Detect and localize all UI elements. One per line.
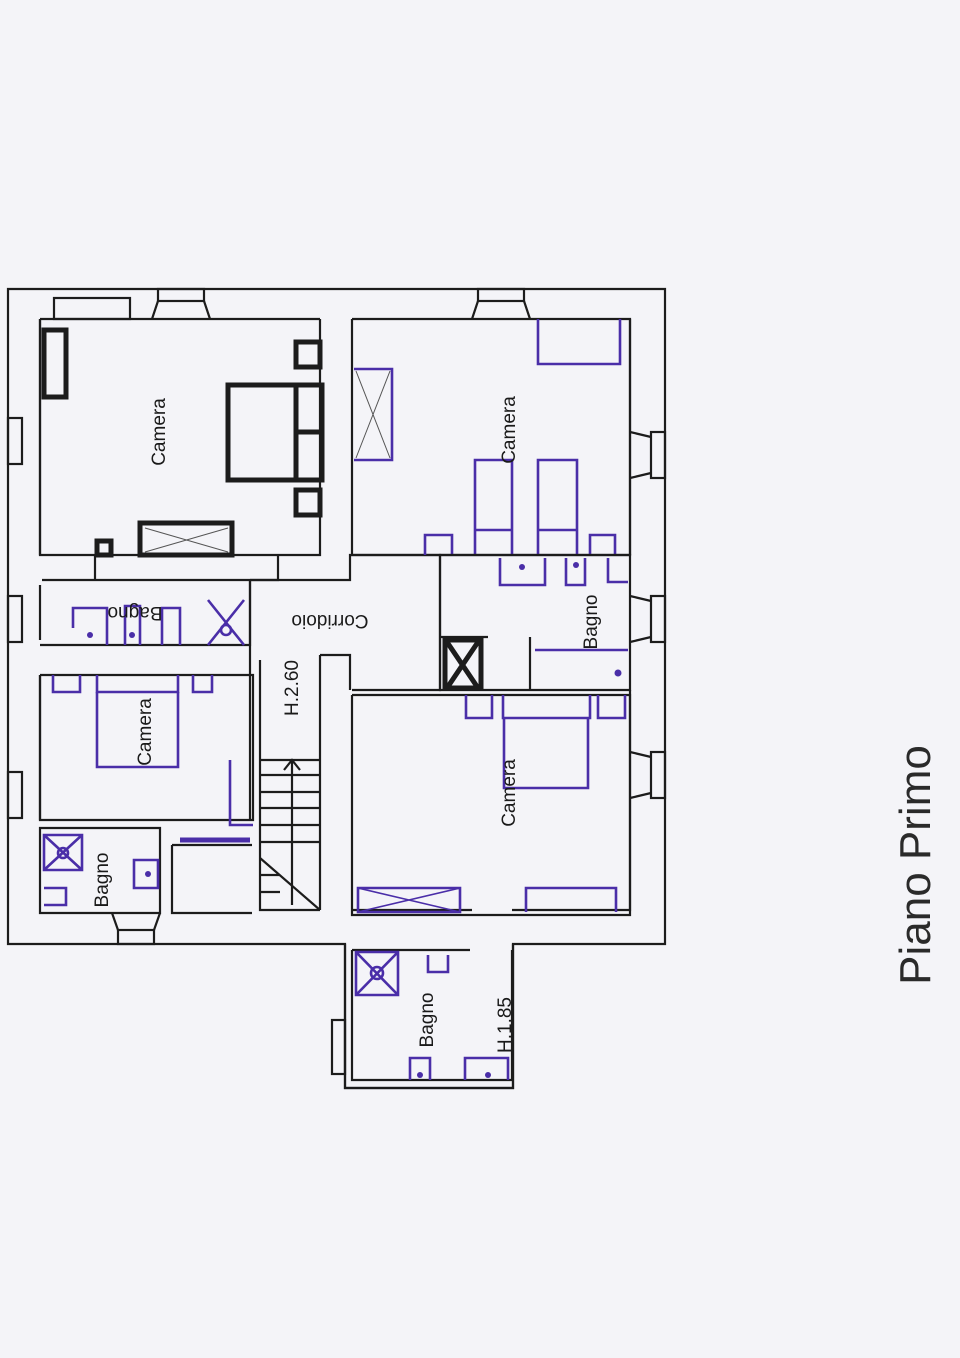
height-label-annex: H.1.85 xyxy=(495,997,516,1053)
room-label-camera-nw: Camera xyxy=(149,398,170,466)
room-label-camera-sw: Camera xyxy=(135,698,156,766)
room-label-camera-ne: Camera xyxy=(499,396,520,464)
height-label-corridor: H.2.60 xyxy=(282,660,303,716)
floor-title: Piano Primo xyxy=(891,745,940,985)
room-label-bagno-sw: Bagno xyxy=(92,852,113,908)
room-label-camera-se: Camera xyxy=(499,759,520,827)
stairs xyxy=(259,758,321,911)
room-label-bagno-annex: Bagno xyxy=(417,992,438,1048)
room-label-corridoio: Corridoio xyxy=(291,610,369,631)
room-label-bagno-e: Bagno xyxy=(581,594,602,650)
room-label-bagno-w: Bagno xyxy=(107,602,163,623)
